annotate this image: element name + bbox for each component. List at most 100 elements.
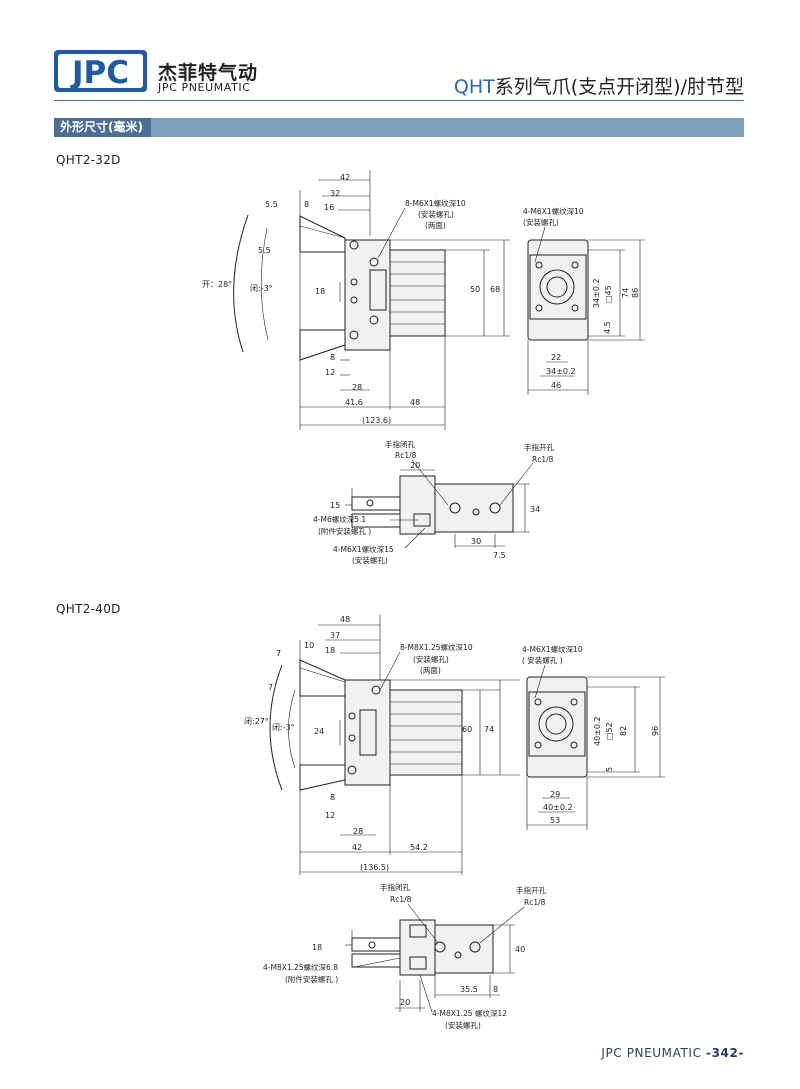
- note-top40-2: 4-M8X1.25 螺纹深12: [432, 1008, 507, 1018]
- dim-end40-7: 53: [550, 816, 560, 825]
- company-logo: JPC: [54, 50, 147, 92]
- top40-open-label: 手指开孔: [516, 885, 546, 895]
- brand-name-en: JPC PNEUMATIC: [158, 81, 251, 94]
- note-side32-sub2: (两面): [425, 221, 446, 230]
- drawing-qht2-32d: 42 32 16 8 5.5 5.5 18 50 68 8 12 28 41.6…: [202, 170, 645, 565]
- note-end40-sub: ( 安装螺孔 ): [522, 655, 563, 665]
- dim-side40-14: (136.5): [360, 863, 389, 872]
- dim-side32-1: 32: [330, 189, 340, 198]
- dim-side32-7: 50: [470, 285, 480, 294]
- dim-side40-7: 60: [462, 725, 472, 734]
- dim-side40-4: 7: [276, 649, 281, 658]
- top32-open-port: Rc1/8: [532, 455, 554, 464]
- dim-side40-11: 28: [353, 827, 363, 836]
- dim-side32-10: 12: [325, 368, 335, 377]
- dim-top32-2: 34: [530, 505, 540, 514]
- side-view-40: 48 37 18 10 7 7 24 60 74 8 12 28 42 54.2…: [244, 615, 520, 875]
- dim-side32-0: 42: [340, 173, 350, 182]
- dim-end40-2: 82: [619, 726, 628, 736]
- dim-top40-0: 18: [312, 943, 322, 952]
- dim-top32-0: 20: [410, 461, 420, 470]
- note-end32-title: 4-M6X1螺纹深10: [523, 206, 584, 216]
- dim-end40-5: 29: [550, 790, 560, 799]
- dim-side40-12: 42: [352, 843, 362, 852]
- dim-side40-2: 18: [325, 646, 335, 655]
- dim-end32-0: 34±0.2: [592, 278, 601, 308]
- top40-open-port: Rc1/8: [524, 898, 546, 907]
- top-view-40: 手指闭孔 Rc1/8 手指开孔 Rc1/8 18 40 20 35.5 8 4-…: [263, 882, 546, 1030]
- side-view-32: 42 32 16 8 5.5 5.5 18 50 68 8 12 28 41.6…: [202, 170, 510, 430]
- dim-end32-1: □45: [604, 285, 613, 303]
- end40-body: [526, 676, 588, 778]
- note-top40-1-sub: (附件安装螺孔 ): [285, 974, 338, 984]
- dim-end32-6: 34±0.2: [546, 367, 576, 376]
- angle-close-32: 闭:-3°: [250, 284, 273, 293]
- brand-name-cn: 杰菲特气动: [158, 62, 259, 84]
- dim-side40-3: 10: [304, 641, 314, 650]
- note-top32-1: 4-M6螺纹深5.1: [313, 514, 366, 524]
- dim-side32-8: 68: [490, 285, 500, 294]
- angle-open-32: 开：28°: [202, 280, 232, 289]
- dim-end32-7: 46: [551, 381, 561, 390]
- side-cylinder: [389, 249, 446, 337]
- note-side40-sub1: (安装螺孔): [413, 654, 449, 664]
- note-side40-sub2: (两面): [420, 666, 441, 675]
- section-label: 外形尺寸(毫米): [54, 118, 151, 137]
- dim-end40-3: 96: [651, 726, 660, 736]
- page-number: -342-: [705, 1046, 744, 1060]
- top32-open-label: 手指开孔: [524, 442, 554, 452]
- page-footer: JPC PNEUMATIC -342-: [601, 1046, 744, 1060]
- dim-side40-6: 24: [314, 727, 324, 736]
- end-body: [527, 239, 589, 341]
- dim-side32-2: 16: [324, 203, 334, 212]
- page-title-model: QHT: [453, 76, 495, 98]
- note-side40-title: 8-M8X1.25螺纹深10: [400, 642, 473, 652]
- end-view-32: 4-M6X1螺纹深10 (安装螺孔) 34±0.2 □45 74 86 4.5 …: [523, 206, 645, 395]
- note-side32-title: 8-M6X1螺纹深10: [405, 198, 466, 208]
- dim-side32-3: 8: [304, 200, 309, 209]
- dim-side32-14: (123.6): [362, 416, 391, 425]
- dim-top40-4: 8: [493, 985, 498, 994]
- dim-side32-9: 8: [330, 353, 335, 362]
- dim-top32-4: 7.5: [493, 551, 506, 560]
- side-jaw-block: [344, 239, 391, 351]
- header-rule: [54, 100, 744, 101]
- end-view-40: 4-M6X1螺纹深10 ( 安装螺孔 ) 40±0.2 □52 82 96 5 …: [522, 644, 665, 830]
- dim-top40-2: 20: [400, 998, 410, 1007]
- top40-close-port: Rc1/8: [390, 895, 412, 904]
- model-label-40: QHT2-40D: [56, 602, 121, 616]
- angle-open-40: 闭:27°: [244, 717, 269, 726]
- dim-side40-5: 7: [268, 683, 273, 692]
- angle-close-40: 闭:-3°: [272, 723, 295, 732]
- dim-side40-0: 48: [340, 615, 350, 624]
- top40-jaw: [399, 919, 436, 976]
- note-top40-2-sub: (安装螺孔): [445, 1020, 481, 1030]
- dim-top32-3: 30: [471, 537, 481, 546]
- dim-end40-1: □52: [605, 722, 614, 740]
- dim-end32-3: 86: [631, 288, 640, 298]
- top32-close-label: 手指闭孔: [385, 439, 415, 449]
- note-side32-sub1: (安装螺孔): [418, 209, 454, 219]
- dim-side32-5: 5.5: [258, 246, 271, 255]
- dim-side32-11: 28: [352, 383, 362, 392]
- dim-side40-1: 37: [330, 631, 340, 640]
- section-bar: 外形尺寸(毫米): [54, 118, 744, 137]
- dim-end32-5: 22: [551, 353, 561, 362]
- top40-cylinder: [434, 924, 494, 974]
- dim-end40-6: 40±0.2: [543, 803, 573, 812]
- dim-top40-1: 40: [515, 945, 525, 954]
- footer-brand: JPC PNEUMATIC: [601, 1046, 702, 1060]
- dim-side32-6: 18: [315, 287, 325, 296]
- logo-text: JPC: [70, 55, 129, 91]
- dim-end40-4: 5: [605, 767, 614, 772]
- page-title: QHT系列气爪(支点开闭型)/肘节型: [454, 72, 744, 99]
- dim-side40-13: 54.2: [410, 843, 428, 852]
- top40-close-label: 手指闭孔: [380, 882, 410, 892]
- dim-side32-12: 41.6: [345, 398, 363, 407]
- dim-side40-9: 8: [330, 793, 335, 802]
- dim-end40-0: 40±0.2: [593, 716, 602, 746]
- dim-side40-10: 12: [325, 811, 335, 820]
- note-top40-1: 4-M8X1.25螺纹深6.8: [263, 962, 338, 972]
- note-end40-title: 4-M6X1螺纹深10: [522, 644, 583, 654]
- dim-side32-13: 48: [410, 398, 420, 407]
